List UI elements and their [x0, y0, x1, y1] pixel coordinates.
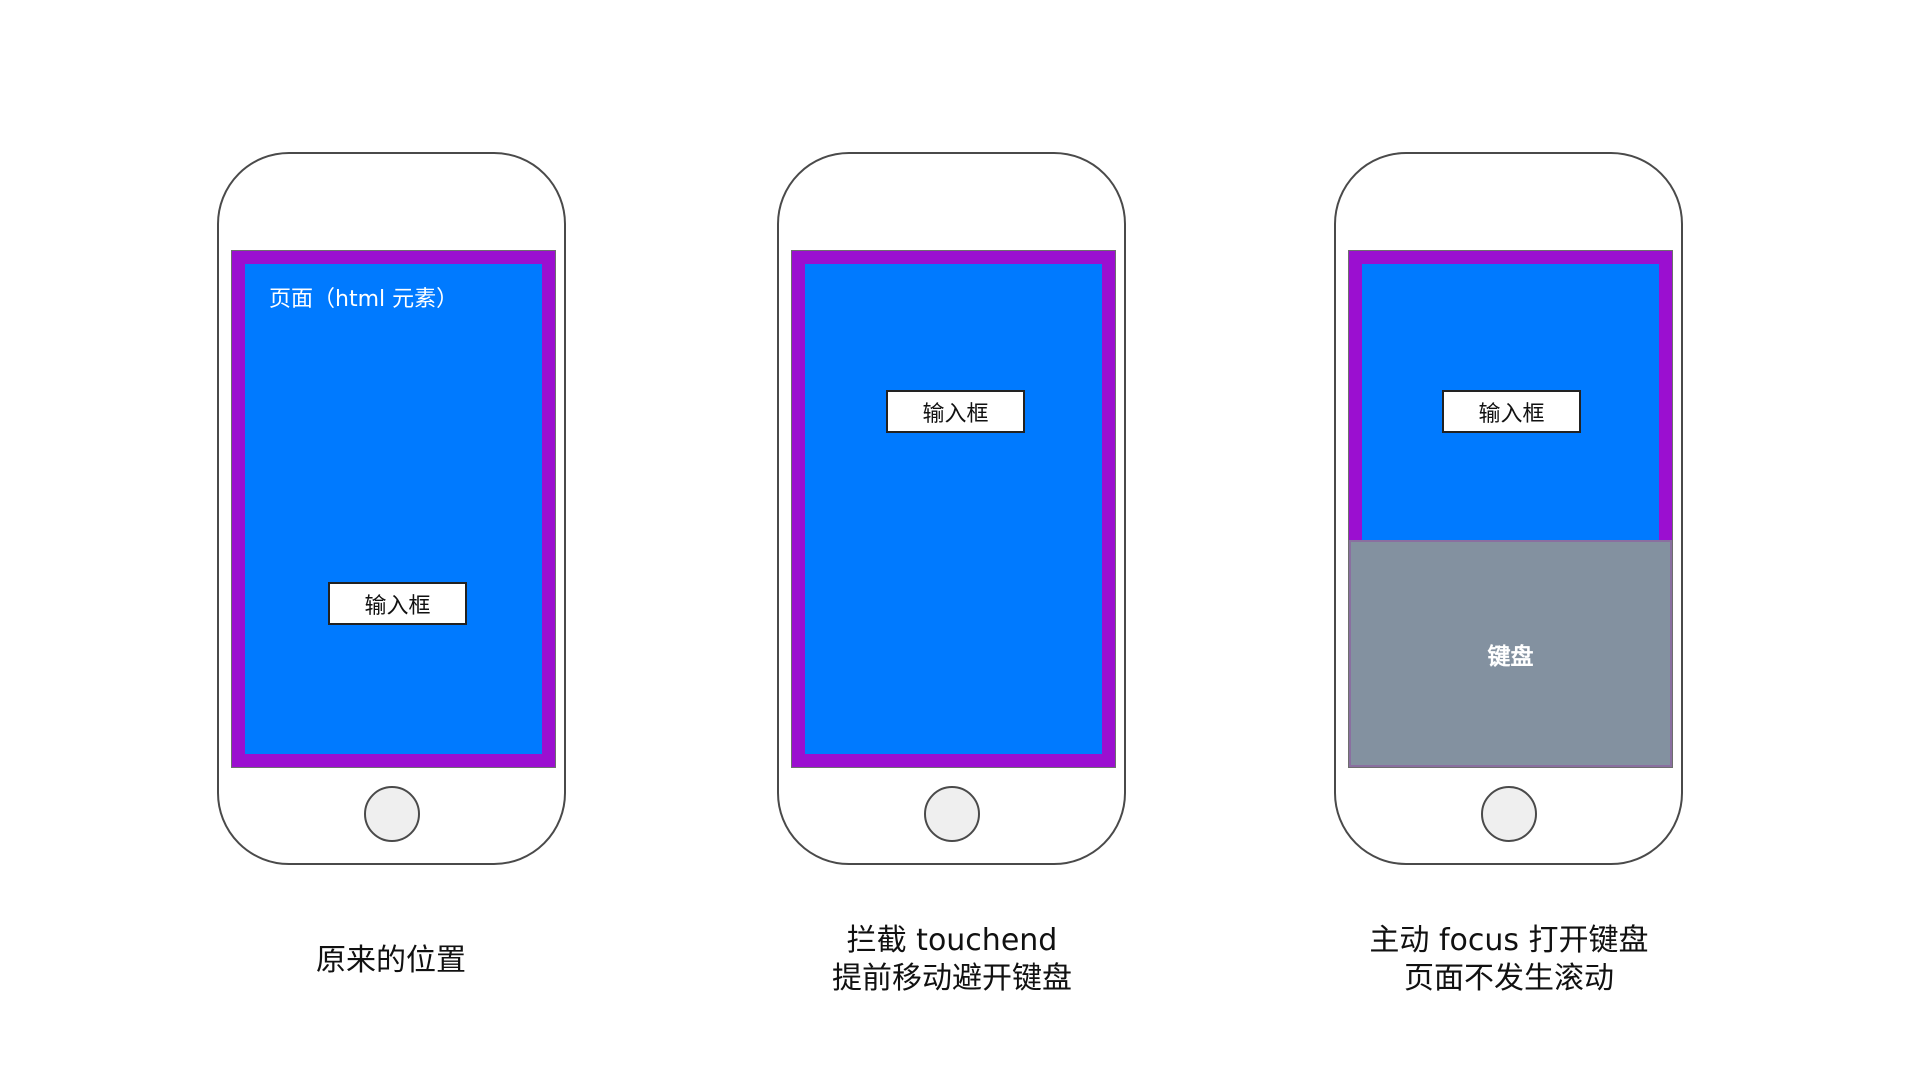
- input-box: 输入框: [886, 390, 1025, 433]
- phone-original: 页面（html 元素） 输入框: [217, 152, 566, 865]
- caption-focus-keyboard: 主动 focus 打开键盘 页面不发生滚动: [1299, 922, 1719, 998]
- home-button: [924, 786, 980, 842]
- input-box: 输入框: [328, 582, 467, 625]
- caption-line: 提前移动避开键盘: [832, 961, 1072, 996]
- caption-original: 原来的位置: [181, 942, 601, 980]
- keyboard: 键盘: [1349, 540, 1672, 767]
- phone-screen: 输入框 键盘: [1348, 250, 1673, 768]
- home-button: [1481, 786, 1537, 842]
- caption-intercept-touchend: 拦截 touchend 提前移动避开键盘: [742, 922, 1162, 998]
- caption-line: 页面不发生滚动: [1404, 961, 1614, 996]
- phone-screen: 页面（html 元素） 输入框: [231, 250, 556, 768]
- input-box: 输入框: [1442, 390, 1581, 433]
- caption-line: 主动 focus 打开键盘: [1369, 923, 1649, 958]
- caption-line: 拦截 touchend: [846, 923, 1058, 958]
- page-html-element: 页面（html 元素） 输入框: [232, 251, 555, 767]
- phone-intercept-touchend: 输入框: [777, 152, 1126, 865]
- page-html-element: 输入框: [792, 251, 1115, 767]
- caption-line: 原来的位置: [316, 943, 466, 978]
- page-label: 页面（html 元素）: [269, 287, 459, 312]
- phone-focus-keyboard: 输入框 键盘: [1334, 152, 1683, 865]
- phone-screen: 输入框: [791, 250, 1116, 768]
- home-button: [364, 786, 420, 842]
